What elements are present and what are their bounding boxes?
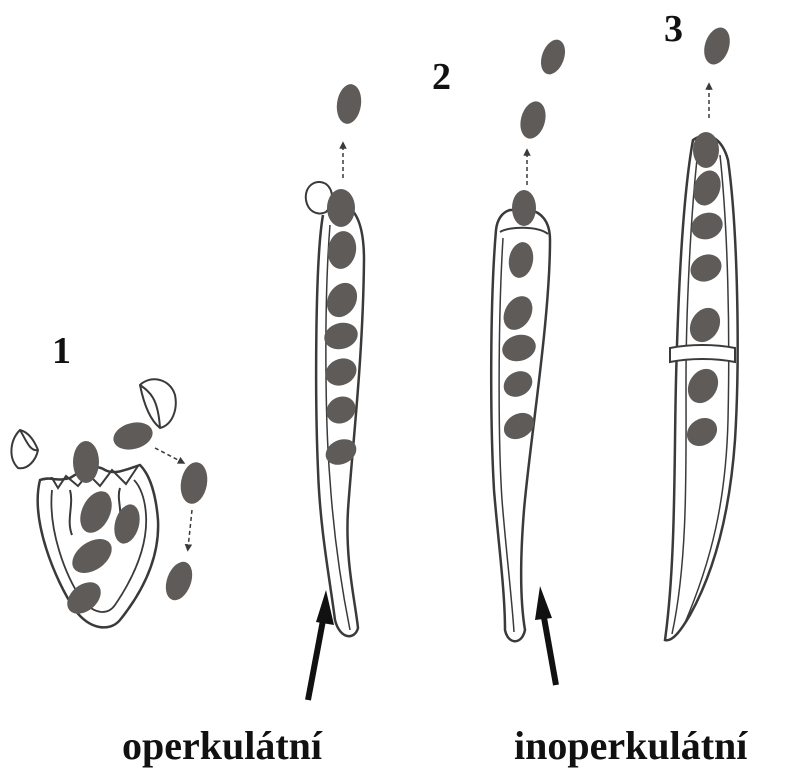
spore: [161, 558, 197, 604]
spore: [321, 319, 361, 353]
spore: [689, 167, 726, 210]
spore: [512, 190, 536, 226]
spore: [682, 363, 724, 408]
ascus-2a-operculate: [306, 83, 364, 700]
trajectory-arrow: [155, 448, 182, 462]
spore: [73, 441, 99, 483]
spore: [498, 291, 539, 335]
spore: [66, 532, 118, 580]
spore: [499, 366, 537, 402]
spore: [688, 208, 727, 243]
figure-label-1: 1: [52, 332, 71, 370]
cap-fragment: [140, 379, 176, 428]
pointer-arrow: [543, 612, 556, 685]
spore: [499, 331, 539, 365]
cap-fragment: [11, 430, 38, 468]
ascus-1-group: [11, 379, 210, 627]
ascus-1-crack-a: [70, 490, 72, 535]
pointer-arrow: [308, 615, 324, 700]
spore: [321, 353, 361, 390]
spore: [506, 240, 536, 280]
spore: [327, 189, 355, 227]
apical-ring: [500, 228, 548, 234]
spore: [693, 132, 719, 168]
pointer-arrowhead: [535, 586, 552, 620]
ascus-2b-inoperculate: [491, 36, 569, 685]
spore: [516, 99, 549, 142]
spore: [334, 83, 363, 126]
caption-operculate: operkulátní: [122, 726, 322, 766]
spore: [684, 302, 726, 347]
trajectory-arrow: [188, 510, 192, 548]
spore: [537, 36, 570, 77]
spore: [110, 418, 155, 453]
spore: [110, 502, 144, 547]
ascus-3-fissitunicate: [665, 24, 738, 640]
caption-inoperculate: inoperkulátní: [514, 726, 747, 766]
spore: [700, 24, 735, 68]
spore: [74, 486, 118, 538]
figure-label-3: 3: [664, 10, 683, 48]
spore: [686, 249, 726, 286]
spore: [681, 412, 722, 452]
wall-rupture-band: [670, 345, 735, 362]
spore: [178, 460, 211, 506]
spore: [325, 229, 359, 271]
figure-label-2: 2: [432, 58, 451, 96]
